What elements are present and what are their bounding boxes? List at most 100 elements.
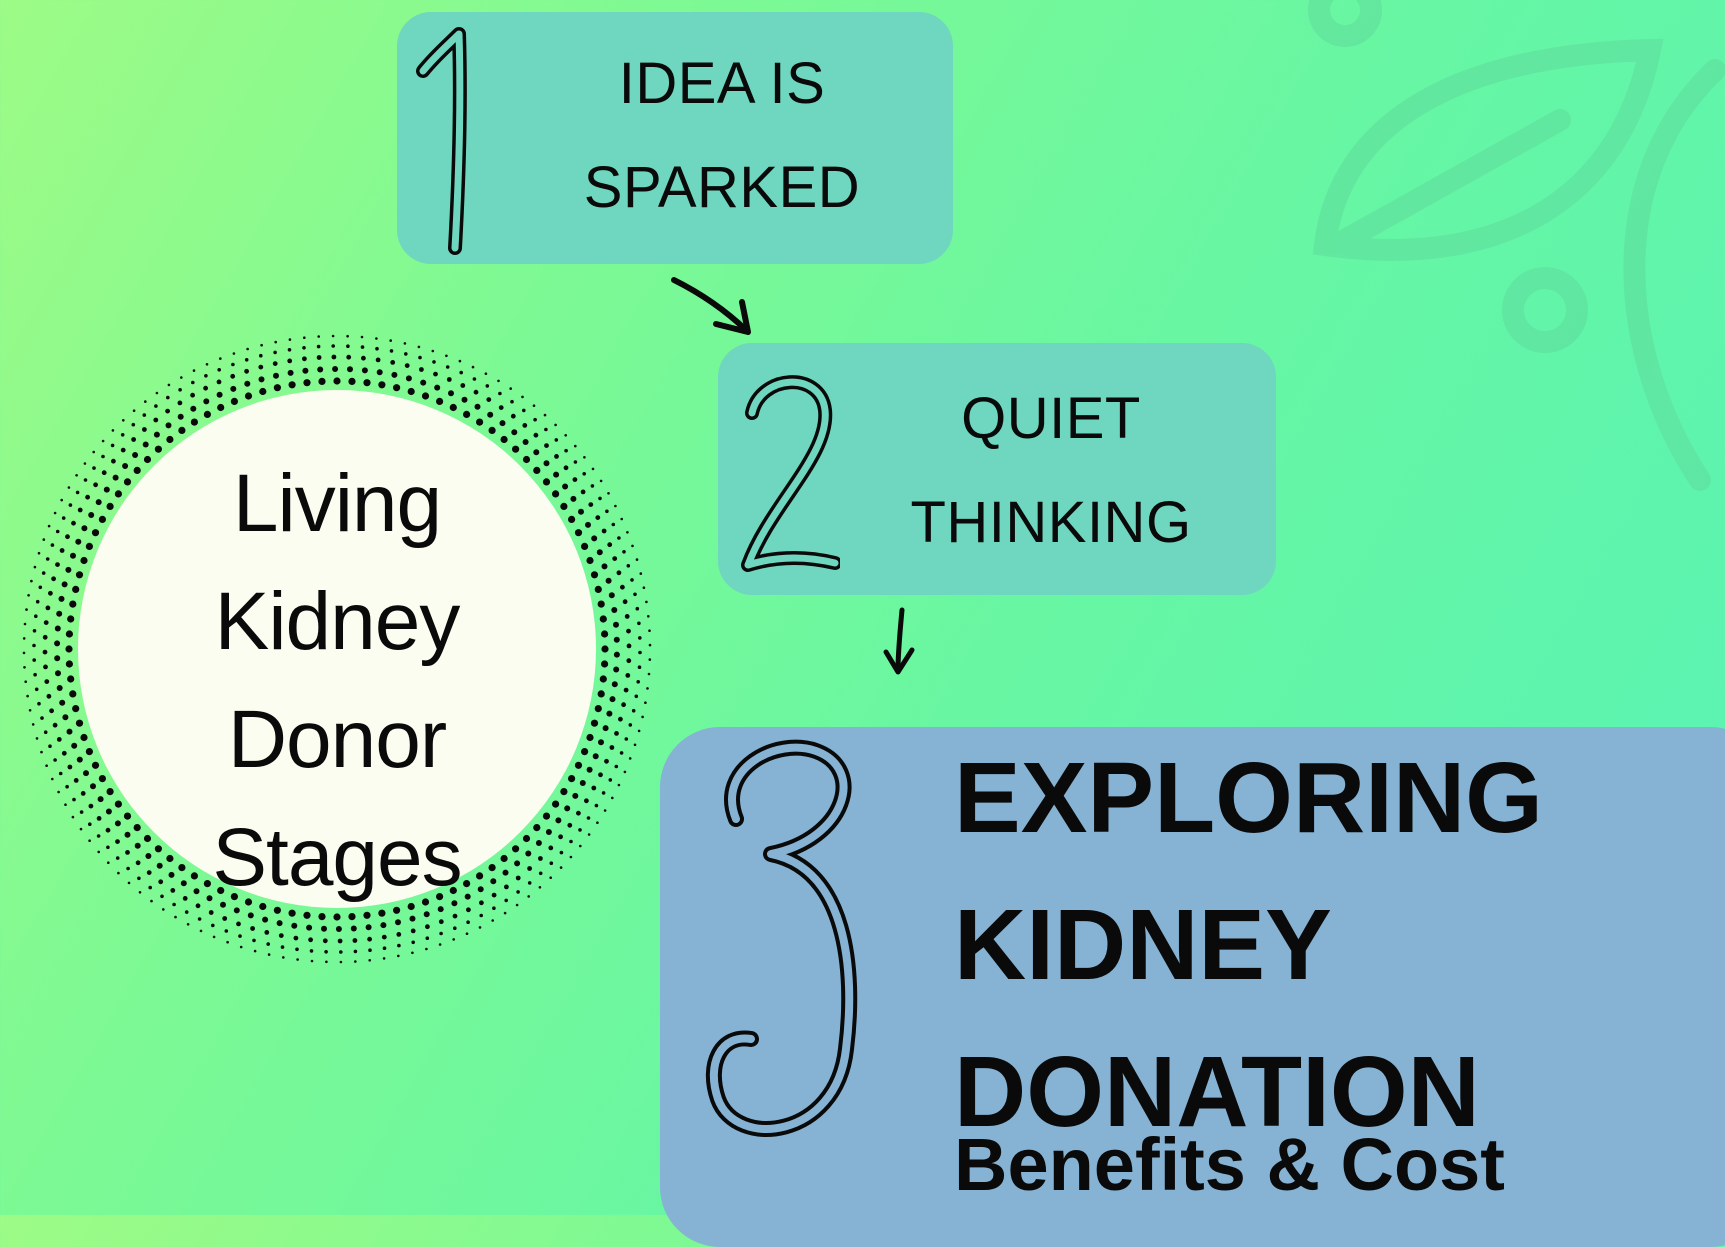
- halo-dot: [581, 748, 589, 756]
- halo-dot: [211, 923, 215, 928]
- halo-dot: [594, 705, 602, 713]
- halo-dot: [591, 535, 598, 542]
- halo-dot: [55, 670, 61, 677]
- halo-dot: [545, 829, 552, 835]
- halo-dot: [625, 673, 631, 678]
- halo-dot: [262, 916, 269, 923]
- halo-dot: [101, 454, 105, 459]
- halo-dot: [634, 694, 639, 699]
- halo-dot: [533, 449, 540, 456]
- halo-dot: [626, 628, 631, 634]
- halo-dot: [628, 757, 632, 760]
- halo-dot: [490, 878, 497, 885]
- halo-dot: [105, 808, 112, 815]
- halo-dot: [636, 680, 640, 684]
- halo-dot: [569, 839, 573, 844]
- halo-dot: [75, 571, 84, 579]
- halo-dot: [639, 572, 643, 575]
- stage-line: DONATION: [954, 1036, 1480, 1148]
- halo-dot: [613, 636, 620, 643]
- halo-dot: [61, 750, 67, 756]
- halo-dot: [105, 827, 111, 833]
- halo-dot: [308, 937, 313, 943]
- halo-dot: [425, 924, 430, 930]
- halo-dot: [599, 615, 607, 623]
- halo-dot: [479, 900, 484, 906]
- halo-dot: [623, 770, 627, 774]
- halo-dot: [31, 723, 35, 726]
- halo-dot: [165, 422, 172, 429]
- halo-dot: [162, 908, 165, 911]
- halo-dot: [522, 834, 531, 843]
- halo-dot: [106, 788, 114, 796]
- halo-dot: [316, 344, 321, 349]
- halo-dot: [32, 658, 36, 662]
- halo-dot: [59, 548, 65, 553]
- halo-dot: [274, 340, 278, 344]
- halo-dot: [580, 489, 586, 495]
- halo-dot: [126, 866, 130, 871]
- halo-dot: [363, 911, 371, 919]
- halo-dot: [180, 376, 183, 379]
- halo-dot: [79, 810, 84, 814]
- halo-dot: [48, 744, 52, 748]
- halo-dot: [574, 761, 583, 769]
- halo-dot: [172, 902, 176, 907]
- halo-dot: [568, 775, 576, 783]
- halo-dot: [258, 364, 264, 370]
- halo-dot: [554, 454, 559, 459]
- halo-dot: [244, 392, 253, 400]
- halo-dot: [555, 817, 562, 824]
- halo-dot: [564, 434, 567, 437]
- halo-dot: [599, 479, 603, 483]
- halo-dot: [97, 796, 104, 803]
- halo-dot: [114, 490, 122, 498]
- halo-dot: [33, 565, 37, 569]
- halo-dot: [132, 452, 139, 458]
- halo-dot: [127, 881, 131, 885]
- halo-dot: [637, 665, 642, 669]
- halo-dot: [579, 780, 586, 786]
- halo-dot: [587, 833, 591, 836]
- halo-dot: [75, 538, 82, 545]
- halo-dot: [608, 778, 613, 782]
- halo-dot: [605, 577, 612, 584]
- halo-dot: [230, 373, 236, 379]
- halo-dot: [601, 563, 608, 570]
- stage-1-label: IDEA IS SPARKED: [517, 32, 927, 240]
- halo-dot: [573, 460, 578, 464]
- halo-dot: [538, 871, 543, 876]
- halo-dot: [51, 777, 54, 781]
- halo-dot: [635, 606, 640, 611]
- halo-dot: [354, 960, 357, 963]
- halo-dot: [51, 576, 56, 582]
- halo-dot: [195, 903, 201, 909]
- halo-dot: [302, 367, 309, 374]
- halo-dot: [244, 380, 251, 387]
- halo-dot: [24, 680, 27, 683]
- halo-dot: [67, 675, 75, 683]
- halo-dot: [360, 335, 364, 339]
- halo-dot: [233, 907, 240, 914]
- halo-dot: [306, 924, 313, 931]
- halo-dot: [133, 824, 141, 832]
- halo-dot: [409, 915, 416, 922]
- halo-dot: [212, 935, 216, 939]
- halo-dot: [572, 792, 579, 799]
- halo-dot: [532, 404, 536, 407]
- halo-dot: [452, 938, 456, 941]
- halo-dot: [220, 901, 226, 908]
- halo-dot: [504, 898, 509, 903]
- halo-dot: [559, 850, 564, 855]
- halo-dot: [624, 737, 629, 741]
- halo-dot: [613, 666, 620, 673]
- halo-dot: [466, 907, 471, 913]
- halo-dot: [432, 360, 436, 364]
- halo-dot: [438, 943, 442, 946]
- halo-dot: [96, 834, 101, 838]
- halo-dot: [154, 404, 158, 408]
- halo-dot: [143, 834, 152, 843]
- halo-dot: [125, 850, 130, 855]
- halo-dot: [98, 515, 106, 523]
- halo-dot: [365, 924, 372, 931]
